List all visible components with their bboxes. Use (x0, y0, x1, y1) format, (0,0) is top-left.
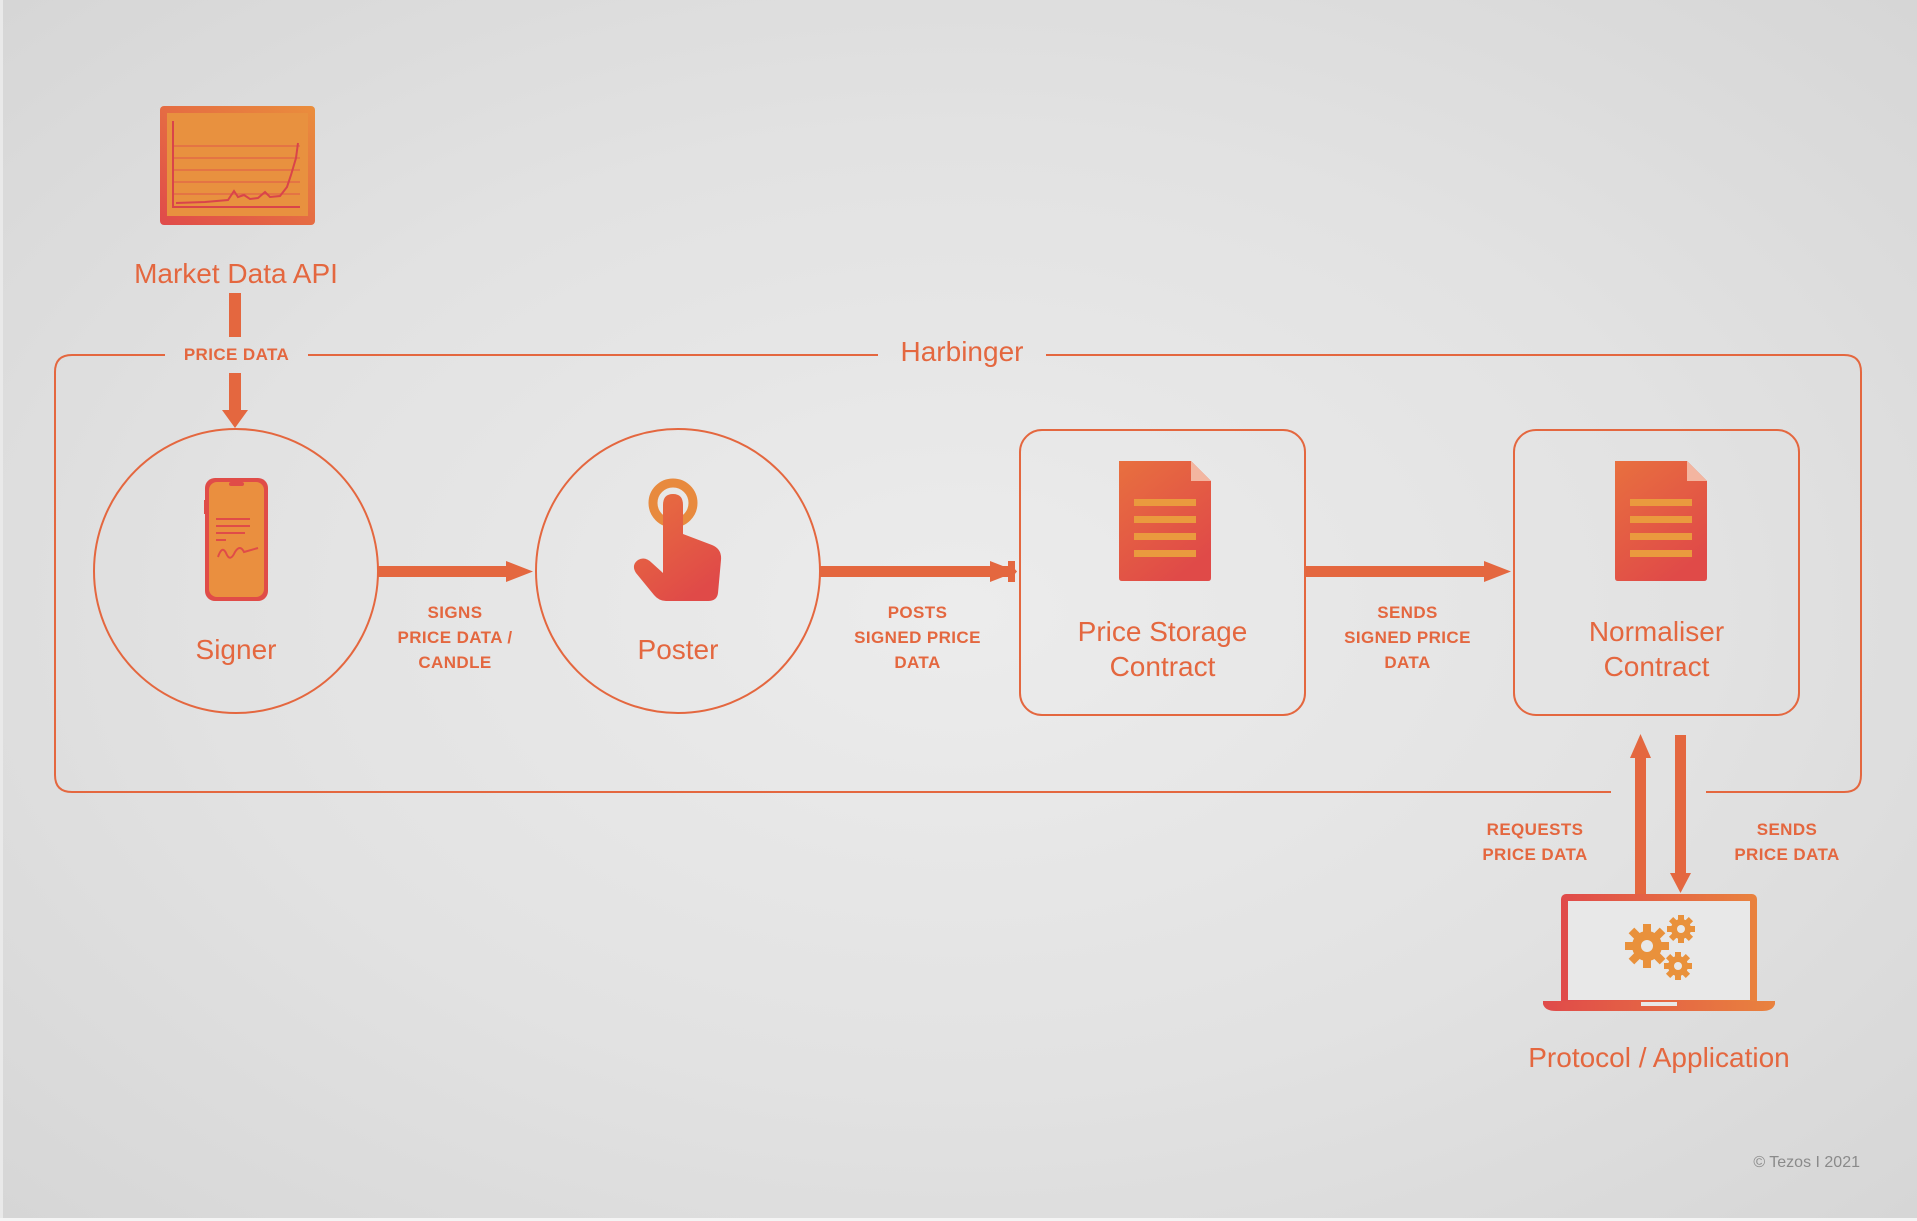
edge-label-requests: REQUESTS PRICE DATA (1482, 820, 1588, 864)
arrow-poster-to-storage (820, 561, 1017, 582)
price-storage-label: Price Storage Contract (1077, 616, 1248, 682)
page-edge (0, 0, 3, 1221)
edge-label-sends-signed: SENDS SIGNED PRICE DATA (1344, 603, 1471, 672)
page-edge-bottom (0, 1218, 1917, 1221)
arrow-storage-to-normaliser (1306, 561, 1511, 582)
harbinger-title: Harbinger (900, 336, 1024, 367)
signer-label: Signer (195, 634, 277, 665)
arrow-signer-to-poster (378, 561, 533, 582)
edge-label-sends-price: SENDS PRICE DATA (1734, 820, 1840, 864)
price-storage-node (1019, 429, 1306, 716)
copyright-footer: © Tezos I 2021 (1753, 1154, 1860, 1171)
document-icon (1615, 461, 1707, 581)
smartphone-signature-icon (204, 478, 268, 601)
chart-monitor-icon (160, 106, 315, 225)
laptop-gears-icon (1543, 894, 1775, 1011)
normaliser-node (1513, 429, 1800, 716)
edge-label-signs: SIGNS PRICE DATA / CANDLE (397, 603, 513, 672)
harbinger-container (54, 354, 1862, 793)
document-icon (1119, 461, 1211, 581)
edge-label-price-data: PRICE DATA (183, 345, 290, 364)
edge-label-posts: POSTS SIGNED PRICE DATA (854, 603, 981, 672)
arrow-protocol-to-normaliser (1630, 734, 1651, 896)
normaliser-label: Normaliser Contract (1588, 616, 1725, 682)
protocol-application-label: Protocol / Application (1528, 1042, 1790, 1073)
tap-hand-icon (633, 478, 722, 601)
arrow-normaliser-to-protocol (1670, 735, 1691, 893)
market-data-api-label: Market Data API (134, 258, 338, 289)
poster-label: Poster (637, 634, 719, 665)
arrow-api-to-signer (222, 293, 248, 428)
